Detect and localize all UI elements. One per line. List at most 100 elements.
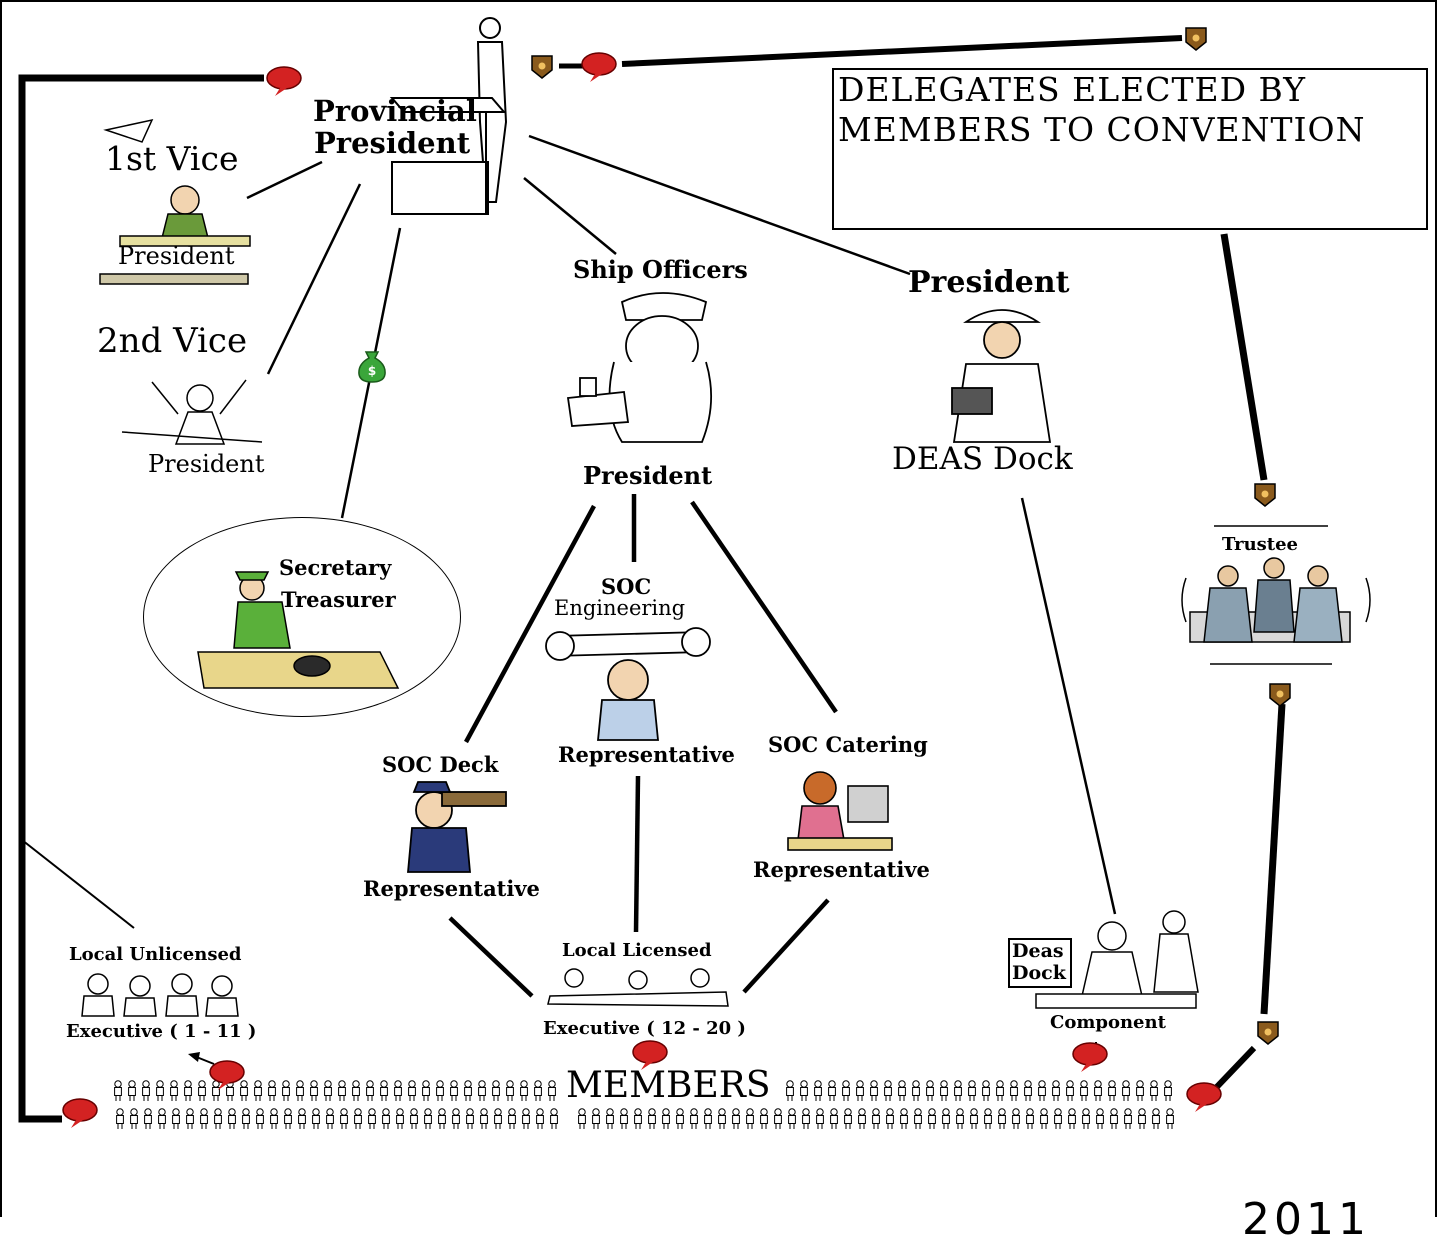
person-figure-icon — [1094, 1080, 1102, 1101]
unlicensed-group-icon — [81, 973, 239, 1017]
person-figure-icon — [478, 1080, 486, 1101]
person-figure-icon — [842, 1080, 850, 1101]
left-bracket-line — [18, 74, 264, 1123]
trustee-left-arc — [1181, 577, 1187, 623]
licensed-table-icon — [547, 968, 729, 1007]
person-figure-icon — [1124, 1108, 1132, 1129]
person-figure-icon — [830, 1108, 838, 1129]
person-figure-icon — [254, 1080, 262, 1101]
person-figure-icon — [228, 1108, 236, 1129]
person-figure-icon — [928, 1108, 936, 1129]
person-figure-icon — [464, 1080, 472, 1101]
person-figure-icon — [956, 1108, 964, 1129]
person-figure-icon — [996, 1080, 1004, 1101]
deas-box-line1: Deas — [1012, 940, 1064, 962]
person-figure-icon — [856, 1080, 864, 1101]
person-figure-icon — [396, 1108, 404, 1129]
person-figure-icon — [984, 1108, 992, 1129]
ship-officers-president: President — [583, 461, 713, 490]
officer-badge-icon — [531, 55, 553, 79]
deas-box-line2: Dock — [1012, 962, 1066, 984]
sailor-telescope-icon — [407, 781, 507, 873]
person-figure-icon — [1096, 1108, 1104, 1129]
person-figure-icon — [452, 1108, 460, 1129]
person-figure-icon — [970, 1108, 978, 1129]
person-figure-icon — [310, 1080, 318, 1101]
person-figure-icon — [480, 1108, 488, 1129]
top-connector-line — [621, 35, 1183, 67]
person-figure-icon — [326, 1108, 334, 1129]
vote-badge-icon — [581, 52, 617, 82]
person-figure-icon — [156, 1080, 164, 1101]
person-figure-icon — [408, 1080, 416, 1101]
person-figure-icon — [1138, 1108, 1146, 1129]
person-figure-icon — [296, 1080, 304, 1101]
pres-to-deas-line — [528, 134, 911, 276]
vote-badge-icon — [266, 66, 302, 96]
person-figure-icon — [268, 1080, 276, 1101]
person-figure-icon — [940, 1080, 948, 1101]
vote-badge-icon — [1186, 1082, 1222, 1112]
deas-to-component-line — [1020, 497, 1117, 915]
person-figure-icon — [422, 1080, 430, 1101]
person-figure-icon — [424, 1108, 432, 1129]
person-figure-icon — [172, 1108, 180, 1129]
officer-badge-icon — [1269, 683, 1291, 707]
first-vice-president-icon — [99, 118, 251, 285]
delegates-to-trustee-line — [1220, 233, 1268, 481]
secretary-ellipse — [143, 517, 461, 717]
person-figure-icon — [410, 1108, 418, 1129]
person-figure-icon — [226, 1080, 234, 1101]
pres-to-1st-vice-line — [246, 160, 323, 200]
person-figure-icon — [1040, 1108, 1048, 1129]
local-unlicensed-exec: Executive ( 1 - 11 ) — [66, 1021, 257, 1042]
trustee-label: Trustee — [1222, 534, 1299, 555]
second-vice-subtitle: President — [148, 450, 265, 478]
person-figure-icon — [914, 1108, 922, 1129]
person-figure-icon — [662, 1108, 670, 1129]
person-figure-icon — [1066, 1080, 1074, 1101]
person-figure-icon — [1152, 1108, 1160, 1129]
left-diagonal-line — [21, 839, 135, 929]
person-figure-icon — [788, 1108, 796, 1129]
svg-text:$: $ — [368, 364, 376, 378]
provincial-president-title: Provincial — [313, 94, 477, 128]
person-figure-icon — [284, 1108, 292, 1129]
catering-clerk-icon — [787, 771, 893, 851]
ship-to-soc-deck-line — [464, 504, 596, 744]
ship-officers-title: Ship Officers — [573, 255, 748, 284]
person-figure-icon — [1024, 1080, 1032, 1101]
person-figure-icon — [620, 1108, 628, 1129]
person-figure-icon — [158, 1108, 166, 1129]
person-figure-icon — [450, 1080, 458, 1101]
person-figure-icon — [898, 1080, 906, 1101]
person-figure-icon — [786, 1080, 794, 1101]
soc-deck-role: Representative — [363, 876, 540, 901]
person-figure-icon — [242, 1108, 250, 1129]
person-figure-icon — [382, 1108, 390, 1129]
officer-badge-icon — [1257, 1021, 1279, 1045]
person-figure-icon — [380, 1080, 388, 1101]
person-figure-icon — [184, 1080, 192, 1101]
vote-badge-icon — [209, 1060, 245, 1090]
person-figure-icon — [676, 1108, 684, 1129]
person-figure-icon — [270, 1108, 278, 1129]
deas-dock-subtitle: DEAS Dock — [892, 441, 1073, 477]
person-figure-icon — [1068, 1108, 1076, 1129]
person-figure-icon — [954, 1080, 962, 1101]
member-crowd — [114, 1080, 1174, 1129]
person-figure-icon — [1038, 1080, 1046, 1101]
person-figure-icon — [366, 1080, 374, 1101]
person-figure-icon — [200, 1108, 208, 1129]
person-figure-icon — [142, 1080, 150, 1101]
person-figure-icon — [520, 1080, 528, 1101]
person-figure-icon — [872, 1108, 880, 1129]
secretary-title: Secretary — [279, 555, 392, 580]
person-figure-icon — [436, 1080, 444, 1101]
person-figure-icon — [1122, 1080, 1130, 1101]
component-figures-icon — [1035, 910, 1199, 1009]
person-figure-icon — [212, 1080, 220, 1101]
person-figure-icon — [522, 1108, 530, 1129]
wrench-engineer-icon — [545, 627, 711, 741]
person-figure-icon — [1054, 1108, 1062, 1129]
